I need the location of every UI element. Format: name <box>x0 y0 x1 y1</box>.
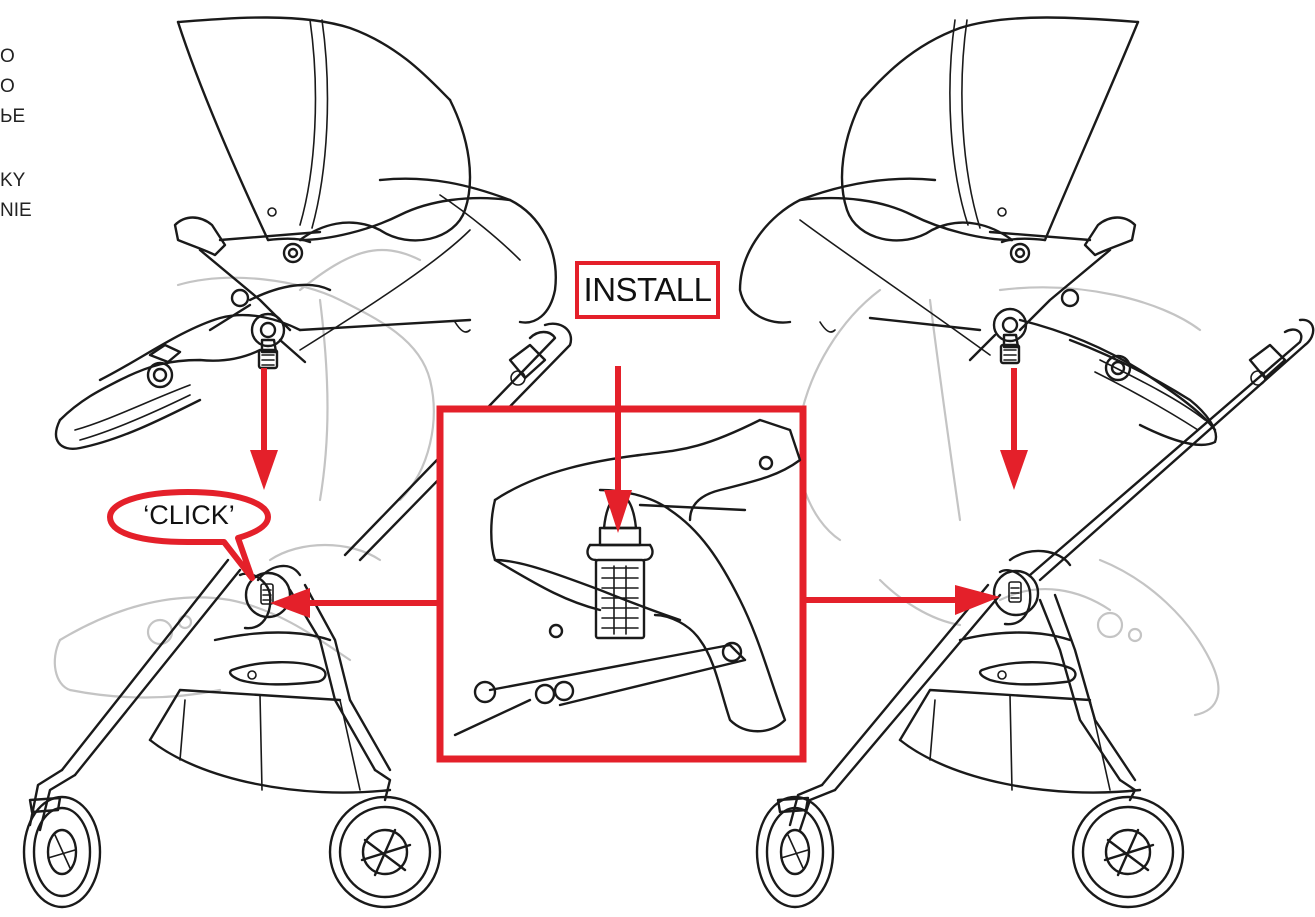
side-text-1: O <box>0 46 15 67</box>
right-canopy <box>738 16 1140 356</box>
right-down-arrow <box>1000 368 1028 490</box>
right-chassis <box>776 318 1315 832</box>
detail-inset <box>436 366 807 763</box>
left-ghost-seat <box>53 248 435 699</box>
left-seat-latch <box>250 312 307 370</box>
right-rear-wheel <box>1071 795 1185 909</box>
arrow-to-right <box>803 585 1000 615</box>
right-front-wheel <box>755 795 835 909</box>
click-bubble <box>107 489 271 581</box>
install-label: INSTALL <box>575 261 720 319</box>
left-canopy <box>176 16 557 351</box>
right-seat-frame <box>819 216 1218 446</box>
side-text-list: O O ЬЕ KY NIE <box>0 42 32 226</box>
left-attach-point <box>244 571 292 619</box>
side-text-3: ЬЕ <box>0 106 26 127</box>
left-rear-wheel <box>328 795 442 909</box>
detail-drawing <box>453 418 802 737</box>
click-label: ‘CLICK’ <box>143 500 235 530</box>
left-down-arrow <box>250 368 278 490</box>
right-stroller <box>738 16 1315 909</box>
right-seat-latch <box>968 307 1028 365</box>
right-ghost-seat <box>796 286 1220 717</box>
left-front-wheel <box>22 795 102 909</box>
side-text-5: NIE <box>0 200 32 221</box>
right-attach-point <box>992 569 1040 617</box>
side-text-4: KY <box>0 170 26 191</box>
arrow-to-left <box>270 588 440 618</box>
side-text-2: O <box>0 76 15 97</box>
